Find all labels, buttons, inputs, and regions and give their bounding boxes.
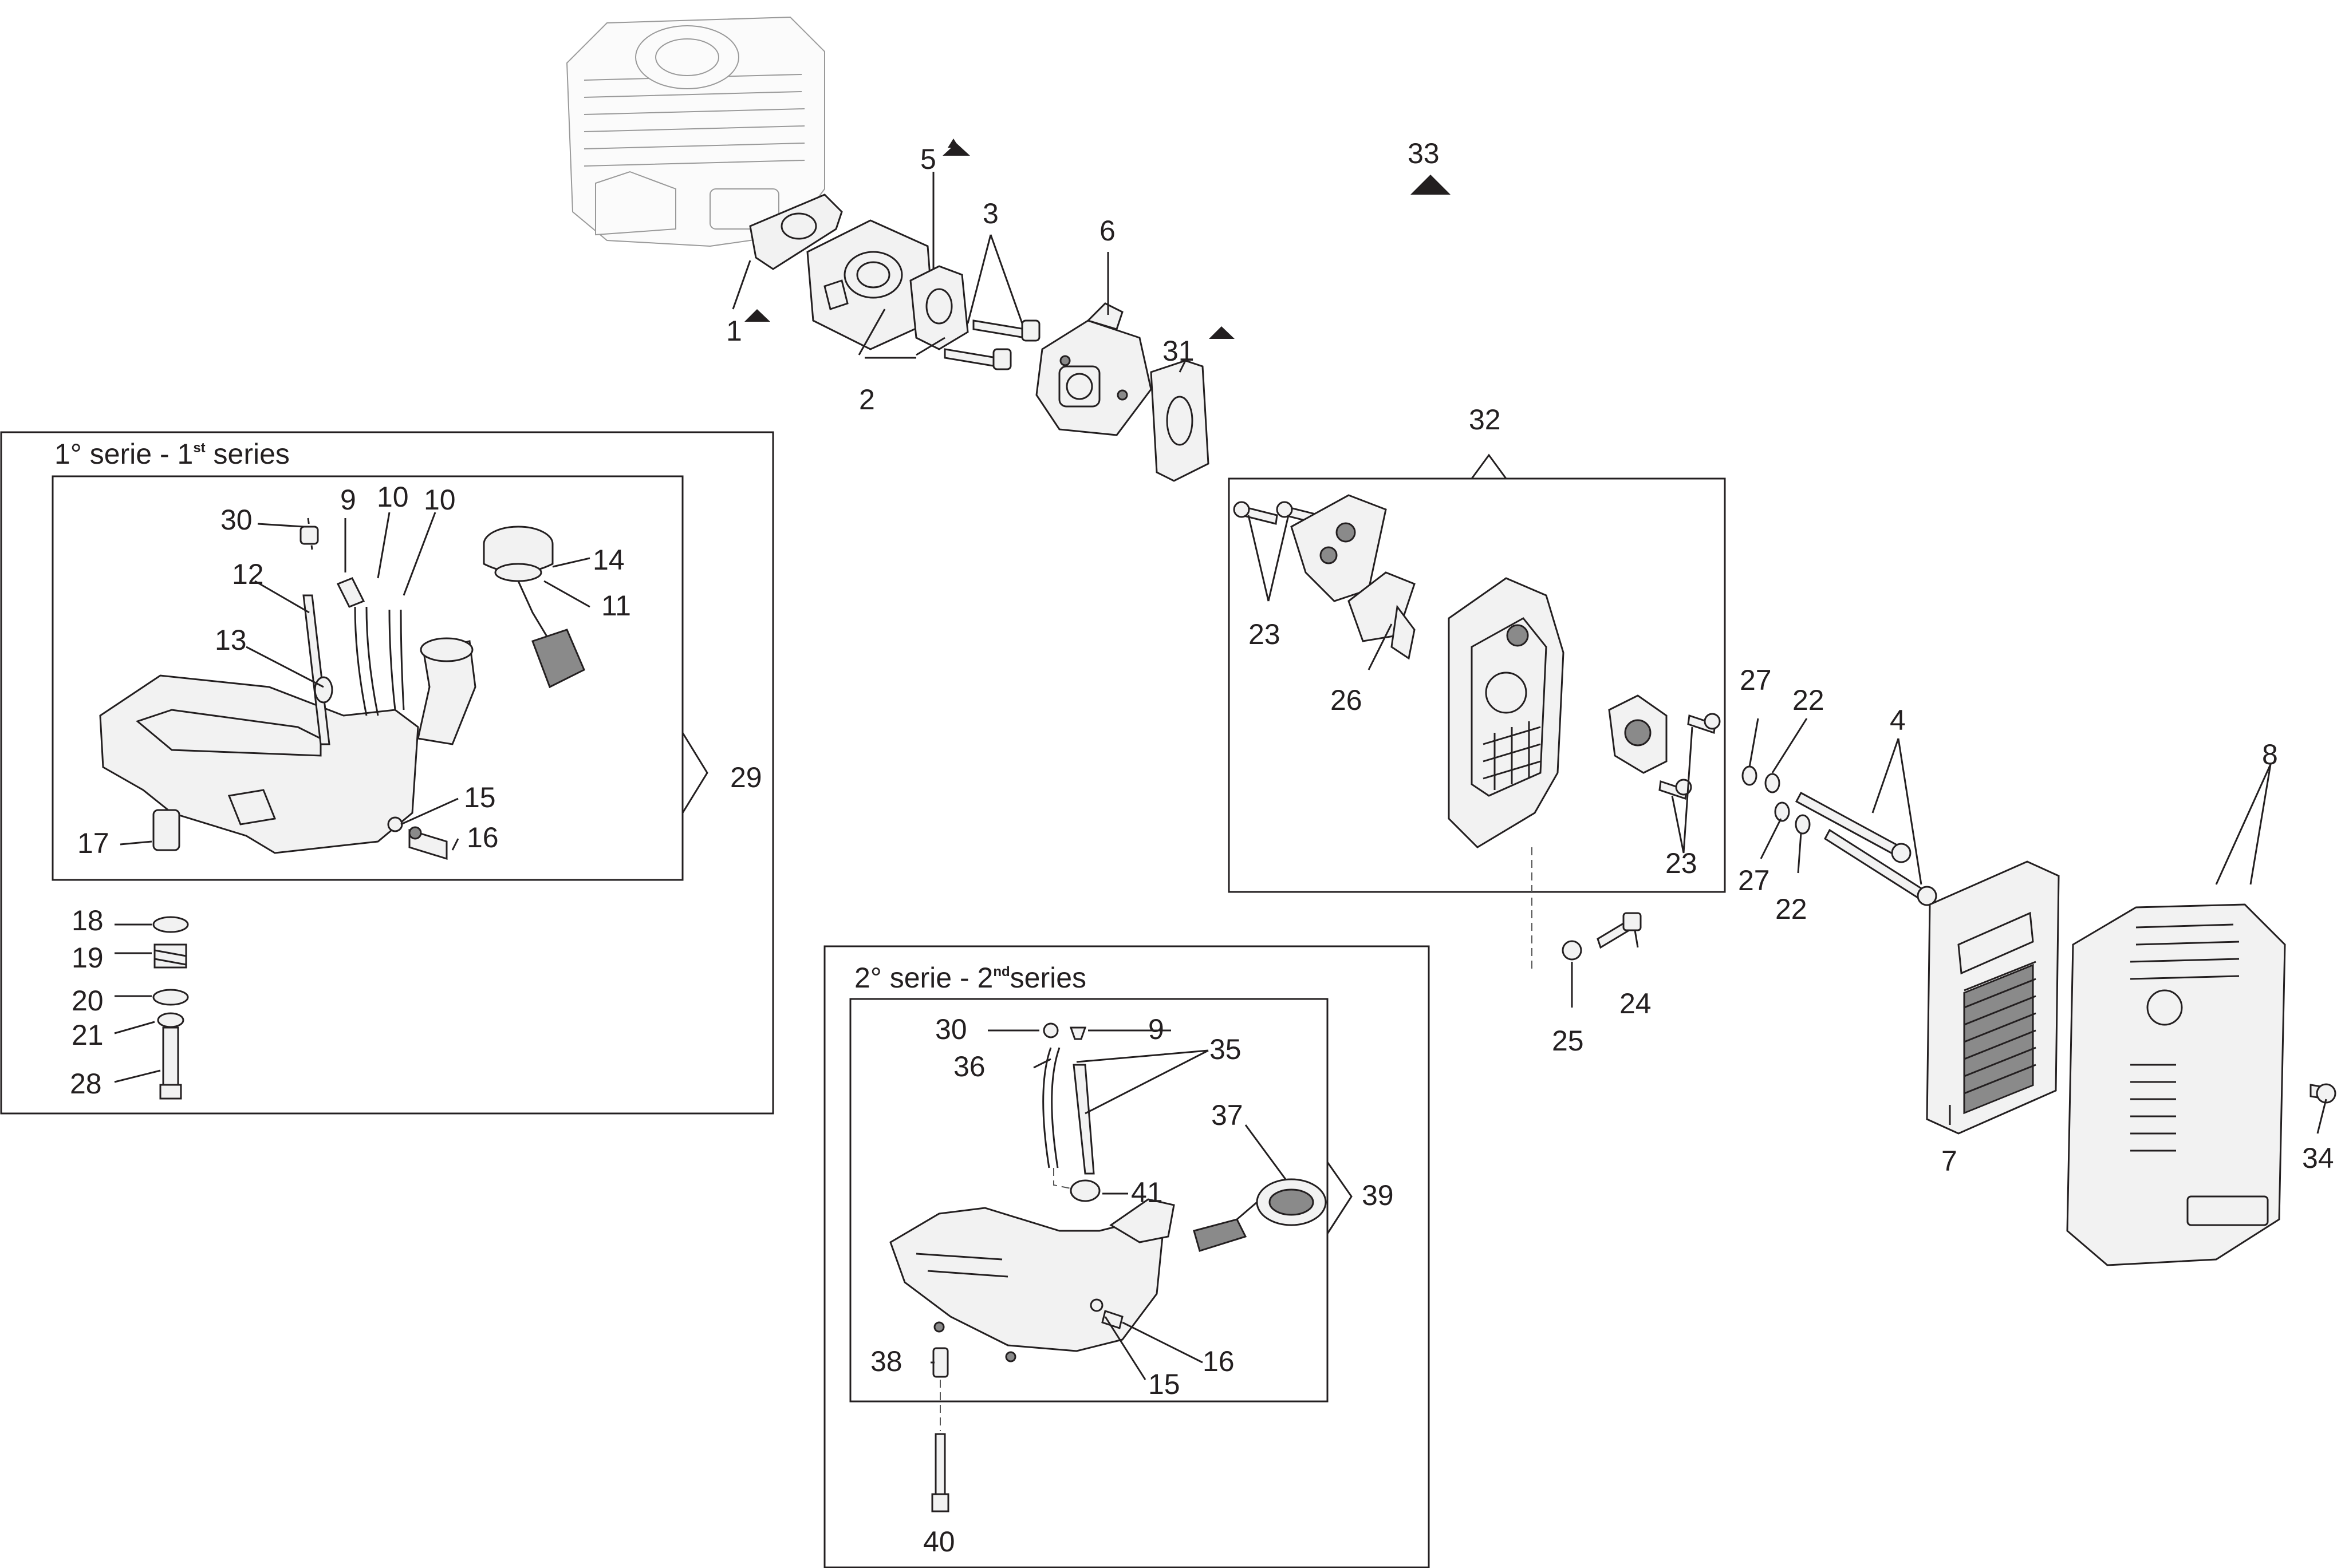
label-24: 24 bbox=[1619, 988, 1652, 1020]
label-28: 28 bbox=[70, 1068, 102, 1100]
screw-40 bbox=[931, 1433, 949, 1512]
triangle-markers bbox=[744, 139, 1451, 339]
label-32: 32 bbox=[1469, 404, 1501, 436]
label-1: 1 bbox=[726, 315, 742, 347]
label-31: 31 bbox=[1162, 335, 1195, 367]
series-2-group: 2° serie - 2ndseries bbox=[823, 945, 1430, 1568]
part-labels: 1 2 3 4 5 6 7 8 9 9 10 10 11 12 13 14 15… bbox=[70, 137, 2334, 1558]
fuel-hoses-series-1 bbox=[299, 518, 405, 745]
label-23a: 23 bbox=[1248, 618, 1280, 650]
bolt-24 bbox=[1597, 912, 1642, 949]
label-19: 19 bbox=[72, 942, 104, 974]
label-15a: 15 bbox=[464, 781, 496, 813]
label-40: 40 bbox=[923, 1526, 955, 1558]
vent-valve bbox=[387, 816, 448, 860]
label-22b: 22 bbox=[1775, 893, 1807, 925]
label-18: 18 bbox=[72, 905, 104, 937]
intake-manifold bbox=[806, 219, 935, 350]
series-1-group: 1° serie - 1st series bbox=[0, 431, 774, 1115]
label-6: 6 bbox=[1099, 215, 1116, 247]
label-38: 38 bbox=[870, 1345, 902, 1377]
washers-27-22 bbox=[1741, 765, 1811, 835]
label-16a: 16 bbox=[467, 821, 499, 854]
air-filter-cover bbox=[2066, 903, 2286, 1266]
label-26: 26 bbox=[1330, 684, 1362, 716]
label-10a: 10 bbox=[377, 481, 409, 513]
label-35: 35 bbox=[1209, 1033, 1242, 1065]
label-30b: 30 bbox=[935, 1013, 967, 1045]
label-4: 4 bbox=[1890, 704, 1906, 736]
label-37: 37 bbox=[1211, 1099, 1243, 1131]
filter-cover-plate bbox=[1290, 494, 1387, 602]
fuel-cap-series-2 bbox=[1193, 1178, 1327, 1252]
label-12: 12 bbox=[232, 558, 264, 590]
label-3: 3 bbox=[983, 198, 999, 230]
long-bolts-4 bbox=[1795, 791, 1937, 906]
pick-up-body bbox=[152, 809, 180, 851]
washer-25 bbox=[1562, 940, 1582, 961]
label-36: 36 bbox=[953, 1050, 986, 1083]
label-27b: 27 bbox=[1738, 864, 1770, 896]
intake-gasket bbox=[749, 193, 843, 270]
mount-hardware bbox=[152, 916, 189, 1100]
label-11: 11 bbox=[601, 590, 631, 622]
carb-gasket bbox=[909, 265, 969, 350]
label-13: 13 bbox=[215, 624, 247, 656]
label-39: 39 bbox=[1362, 1179, 1394, 1211]
label-5: 5 bbox=[920, 143, 936, 175]
label-15b: 15 bbox=[1148, 1368, 1180, 1400]
fuel-tank-series-2 bbox=[889, 1198, 1175, 1362]
label-22a: 22 bbox=[1792, 684, 1824, 716]
label-30a: 30 bbox=[220, 504, 253, 536]
air-filter-element bbox=[1926, 860, 2060, 1135]
label-33: 33 bbox=[1408, 137, 1440, 169]
grommet-41 bbox=[1070, 1179, 1101, 1202]
label-41: 41 bbox=[1131, 1176, 1163, 1208]
leader-lines bbox=[114, 172, 2327, 1380]
label-8: 8 bbox=[2262, 738, 2278, 771]
label-23b: 23 bbox=[1665, 847, 1697, 879]
breather-valve bbox=[1608, 694, 1668, 774]
screws-23-bottom bbox=[1658, 713, 1721, 800]
carburetor bbox=[1035, 302, 1152, 436]
label-21: 21 bbox=[72, 1019, 104, 1051]
filter-base bbox=[1448, 577, 1564, 848]
label-34: 34 bbox=[2302, 1142, 2334, 1174]
label-10b: 10 bbox=[424, 484, 456, 516]
vent-parts-series-2 bbox=[1090, 1298, 1124, 1329]
label-9b: 9 bbox=[1148, 1013, 1164, 1045]
label-16b: 16 bbox=[1203, 1345, 1235, 1377]
label-7: 7 bbox=[1941, 1145, 1957, 1177]
label-2: 2 bbox=[859, 384, 875, 416]
choke-plate bbox=[1347, 571, 1416, 660]
label-9a: 9 bbox=[340, 484, 356, 516]
label-17: 17 bbox=[77, 827, 109, 859]
label-25: 25 bbox=[1552, 1025, 1584, 1057]
cover-screw-34 bbox=[2310, 1083, 2336, 1104]
label-14: 14 bbox=[593, 544, 625, 576]
hoses-series-2 bbox=[1042, 1022, 1095, 1191]
series-2-heading: 2° serie - 2ndseries bbox=[854, 962, 1086, 994]
series-1-heading: 1° serie - 1st series bbox=[54, 438, 290, 470]
air-filter-group bbox=[1228, 453, 1726, 893]
pick-up-38 bbox=[932, 1347, 949, 1378]
label-29: 29 bbox=[730, 761, 762, 793]
fuel-cap-series-1 bbox=[483, 526, 585, 689]
cylinder-reference bbox=[566, 16, 825, 247]
label-27a: 27 bbox=[1740, 664, 1772, 696]
manifold-bolts bbox=[944, 319, 1041, 370]
label-20: 20 bbox=[72, 985, 104, 1017]
carb-air-gasket bbox=[1150, 360, 1209, 482]
fuel-tank-series-1 bbox=[99, 637, 476, 854]
